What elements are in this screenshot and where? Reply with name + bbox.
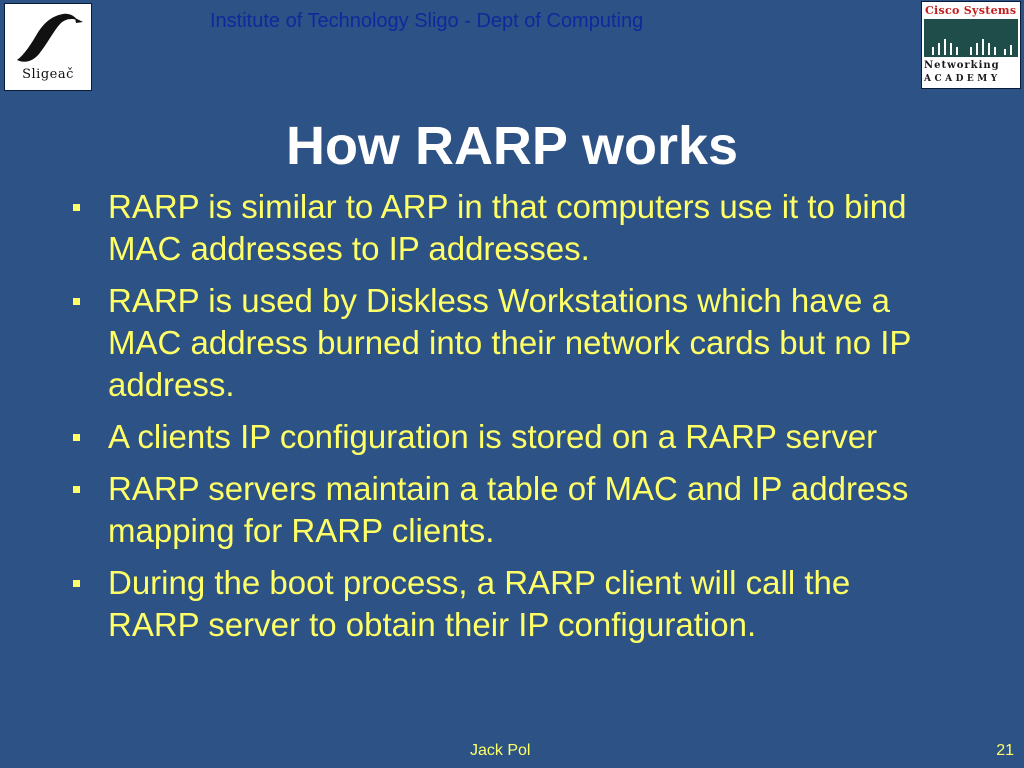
cisco-academy-text: ACADEMY	[924, 74, 1001, 84]
sligo-logo-text: Sligeač	[22, 67, 74, 82]
cisco-networking-text: Networking	[924, 60, 1000, 71]
cisco-academy-logo: Cisco Systems Networki	[921, 1, 1021, 89]
square-bullet-icon	[73, 434, 80, 441]
square-bullet-icon	[73, 580, 80, 587]
swan-icon	[17, 13, 83, 62]
square-bullet-icon	[73, 204, 80, 211]
cisco-brand-text: Cisco Systems	[925, 4, 1017, 17]
page-number: 21	[996, 742, 1014, 759]
bullet-text: During the boot process, a RARP client w…	[108, 564, 851, 643]
bullet-item: RARP servers maintain a table of MAC and…	[70, 468, 950, 552]
footer-author: Jack Pol	[470, 742, 531, 759]
bullet-item: During the boot process, a RARP client w…	[70, 562, 950, 646]
bullet-item: RARP is similar to ARP in that computers…	[70, 186, 950, 270]
bullet-text: RARP is similar to ARP in that computers…	[108, 188, 907, 267]
square-bullet-icon	[73, 298, 80, 305]
square-bullet-icon	[73, 486, 80, 493]
bullet-item: RARP is used by Diskless Workstations wh…	[70, 280, 950, 406]
sligo-logo: Sligeač	[4, 3, 92, 91]
institution-header: Institute of Technology Sligo - Dept of …	[210, 10, 644, 32]
bullet-text: RARP is used by Diskless Workstations wh…	[108, 282, 911, 403]
bullet-text: A clients IP configuration is stored on …	[108, 418, 878, 455]
cisco-bridge-icon	[924, 19, 1018, 57]
bullet-text: RARP servers maintain a table of MAC and…	[108, 470, 909, 549]
bullet-list: RARP is similar to ARP in that computers…	[70, 186, 950, 656]
bullet-item: A clients IP configuration is stored on …	[70, 416, 950, 458]
slide-title: How RARP works	[285, 116, 739, 176]
